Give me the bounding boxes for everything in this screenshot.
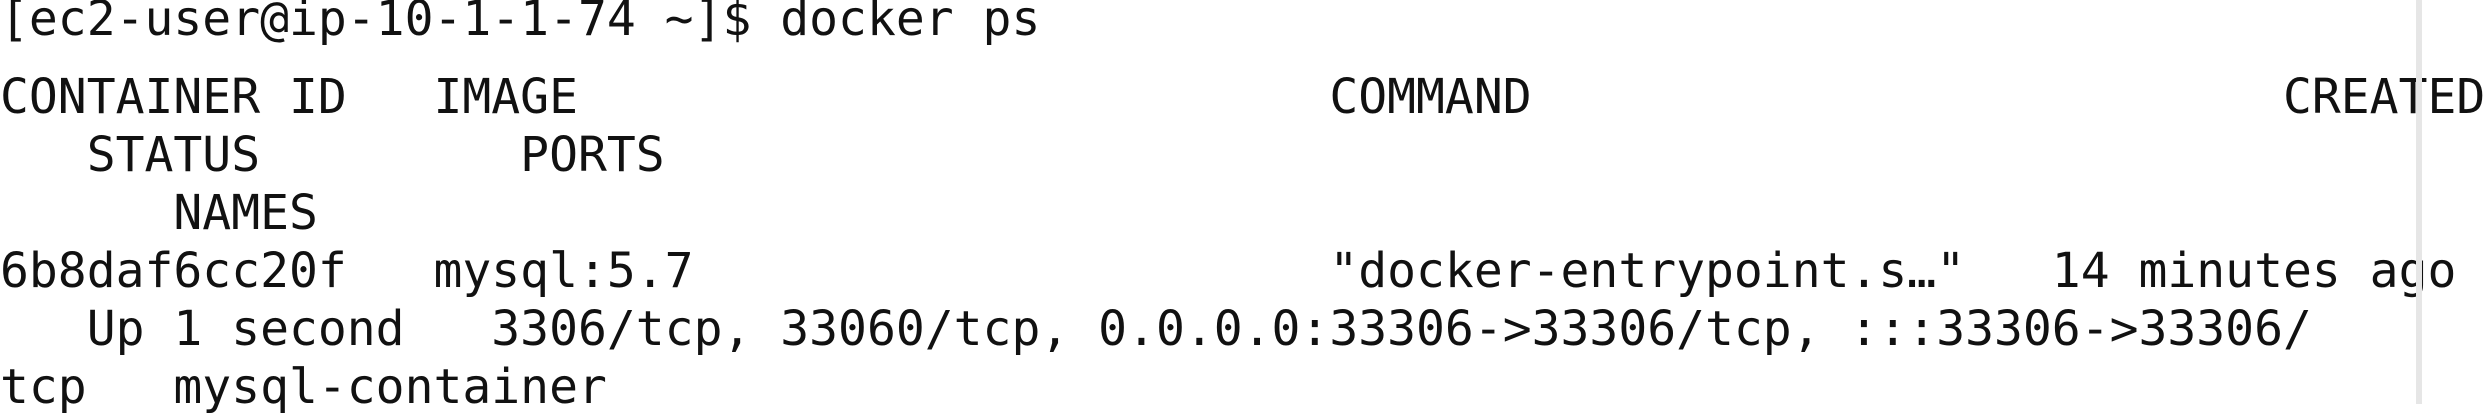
window-scrollbar[interactable] xyxy=(2416,0,2422,404)
prompt-line: [ec2-user@ip-10-1-1-74 ~]$ docker ps xyxy=(0,0,1041,47)
container-row-wrap-ports: Up 1 second 3306/tcp, 33060/tcp, 0.0.0.0… xyxy=(0,301,2312,357)
header-line-wrap-status: STATUS PORTS xyxy=(0,127,665,183)
header-line-wrap-names: NAMES xyxy=(0,185,318,241)
header-line: CONTAINER ID IMAGE COMMAND CREATED xyxy=(0,69,2485,125)
container-row-line: 6b8daf6cc20f mysql:5.7 "docker-entrypoin… xyxy=(0,243,2457,299)
container-row-wrap-name: tcp mysql-container xyxy=(0,359,607,415)
